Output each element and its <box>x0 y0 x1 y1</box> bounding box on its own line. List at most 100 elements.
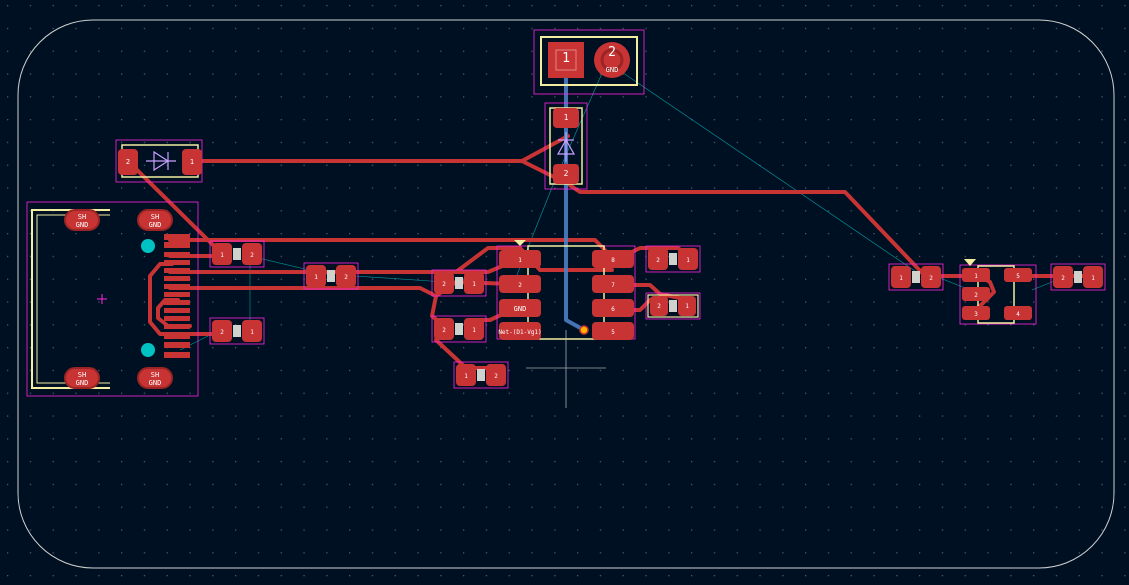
capacitor-pad-2[interactable] <box>486 364 506 386</box>
ic-pad-3[interactable] <box>499 299 541 317</box>
resistor-pad-1[interactable] <box>306 265 326 287</box>
usb-signal-pad[interactable] <box>164 334 190 339</box>
resistor-r7[interactable]: 2 1 <box>1050 263 1106 291</box>
capacitor-pad-1[interactable] <box>464 318 484 340</box>
ratsnest-line <box>554 61 608 181</box>
usb-shield-pad[interactable] <box>137 209 173 231</box>
resistor-pad-1[interactable] <box>212 320 232 342</box>
via[interactable] <box>579 325 589 335</box>
connector-j1[interactable]: 1 2 GND <box>533 29 645 95</box>
ic-pad-7-label: 7 <box>611 282 615 289</box>
ic-pad-8[interactable] <box>592 250 634 268</box>
diode-pad-2[interactable] <box>553 164 579 184</box>
ic-pad-3[interactable] <box>962 306 990 320</box>
resistor-pad-2[interactable] <box>242 320 262 342</box>
resistor-pad-2[interactable] <box>921 266 941 288</box>
resistor-pad-2[interactable] <box>242 243 262 265</box>
resistor-pad-1[interactable] <box>891 266 911 288</box>
usb-signal-pad[interactable] <box>164 300 190 305</box>
capacitor-pad-1[interactable] <box>464 272 484 294</box>
ic-pad-4[interactable] <box>499 322 541 340</box>
capacitor-pad-2[interactable] <box>434 318 454 340</box>
usb-signal-pad[interactable] <box>164 234 190 240</box>
usb-signal-pad[interactable] <box>164 308 190 313</box>
crosshair-icon <box>526 330 606 408</box>
ic-pad-2[interactable] <box>962 287 990 301</box>
resistor-pad-1[interactable] <box>212 243 232 265</box>
capacitor-pad-1-label: 1 <box>464 373 468 380</box>
ic-pad-1[interactable] <box>499 250 541 268</box>
usb-signal-pad[interactable] <box>164 260 190 265</box>
resistor-r4[interactable]: 2 1 <box>645 245 701 273</box>
resistor-pad-2[interactable] <box>650 296 668 316</box>
ic-pad-6[interactable] <box>592 299 634 317</box>
board-outline[interactable] <box>17 19 1115 569</box>
capacitor-courtyard <box>431 269 487 297</box>
ic-pad-5[interactable] <box>1004 268 1032 282</box>
resistor-pad-1[interactable] <box>678 296 696 316</box>
resistor-pad-1[interactable] <box>1083 266 1103 288</box>
usb-shield-pad[interactable] <box>64 367 100 389</box>
diode-pad-1[interactable] <box>553 108 579 128</box>
usb-connector[interactable]: SH GND SH GND SH GND SH GND <box>26 201 199 397</box>
ic-u1[interactable]: 1 2 GND Net-(D1-Vg1) 8 7 6 5 <box>496 240 636 340</box>
usb-signal-pad[interactable] <box>164 268 190 273</box>
diode-pad-1-label: 1 <box>564 113 569 122</box>
usb-signal-pad[interactable] <box>164 342 190 348</box>
usb-signal-pad[interactable] <box>164 316 190 321</box>
ic-u2[interactable]: 1 2 3 5 4 <box>959 259 1037 325</box>
resistor-r6[interactable]: 1 2 <box>888 263 944 291</box>
resistor-pad-1[interactable] <box>678 248 698 270</box>
usb-signal-pad[interactable] <box>164 284 190 289</box>
resistor-r2[interactable]: 2 1 <box>209 317 265 345</box>
resistor-r3[interactable]: 1 2 <box>303 262 359 290</box>
diode-vertical[interactable]: 1 2 <box>544 102 588 190</box>
resistor-r5[interactable]: 2 1 <box>645 292 701 320</box>
resistor-body <box>669 253 677 265</box>
usb-signal-pad[interactable] <box>164 352 190 358</box>
usb-signal-pad[interactable] <box>164 242 190 248</box>
ic-pad-5-label: 5 <box>1016 273 1020 280</box>
ic-pad-2[interactable] <box>499 275 541 293</box>
capacitor-pad-2[interactable] <box>434 272 454 294</box>
capacitor-c1[interactable]: 2 1 <box>431 269 487 297</box>
resistor-body <box>327 270 335 282</box>
capacitor-pad-1[interactable] <box>456 364 476 386</box>
usb-signal-pads[interactable] <box>164 234 190 358</box>
usb-mount-hole[interactable] <box>139 341 157 359</box>
diode-pad-2[interactable] <box>118 149 138 175</box>
usb-shield-pad[interactable] <box>64 209 100 231</box>
usb-mount-hole[interactable] <box>139 237 157 255</box>
connector-pin2-pad[interactable] <box>594 42 630 78</box>
usb-signal-pad[interactable] <box>164 324 190 329</box>
ic-pad-7[interactable] <box>592 275 634 293</box>
usb-signal-pad[interactable] <box>164 292 190 297</box>
usb-signal-pad[interactable] <box>164 276 190 281</box>
usb-signal-pad[interactable] <box>164 252 190 257</box>
resistor-pad-2[interactable] <box>648 248 668 270</box>
ic-courtyard <box>959 264 1037 325</box>
capacitor-c3[interactable]: 1 2 <box>453 361 509 389</box>
triangle-marker-icon <box>964 259 976 266</box>
connector-pin2-ring <box>600 48 624 72</box>
resistor-pad-2[interactable] <box>336 265 356 287</box>
ic-pad-1[interactable] <box>962 268 990 282</box>
resistor-pad-2[interactable] <box>1053 266 1073 288</box>
diode-pad-1[interactable] <box>182 149 202 175</box>
capacitor-pad-1-label: 1 <box>472 327 476 334</box>
resistor-courtyard <box>303 262 359 290</box>
ic-pad-2-label: 2 <box>974 292 978 299</box>
resistor-r1[interactable]: 1 2 <box>209 240 265 268</box>
ic-pad-4-label: 4 <box>1016 311 1020 318</box>
trace-long-right[interactable] <box>566 182 927 278</box>
connector-silkscreen <box>540 36 638 86</box>
ic-pad-4[interactable] <box>1004 306 1032 320</box>
capacitor-c2[interactable]: 2 1 <box>431 315 487 343</box>
ic-pad-8-label: 8 <box>611 257 615 264</box>
ic-pad-5[interactable] <box>592 322 634 340</box>
usb-shield-pad[interactable] <box>137 367 173 389</box>
connector-pin1-pad[interactable] <box>548 42 584 78</box>
diode-horizontal[interactable]: 2 1 <box>115 139 203 183</box>
ratsnest-line <box>339 274 446 283</box>
